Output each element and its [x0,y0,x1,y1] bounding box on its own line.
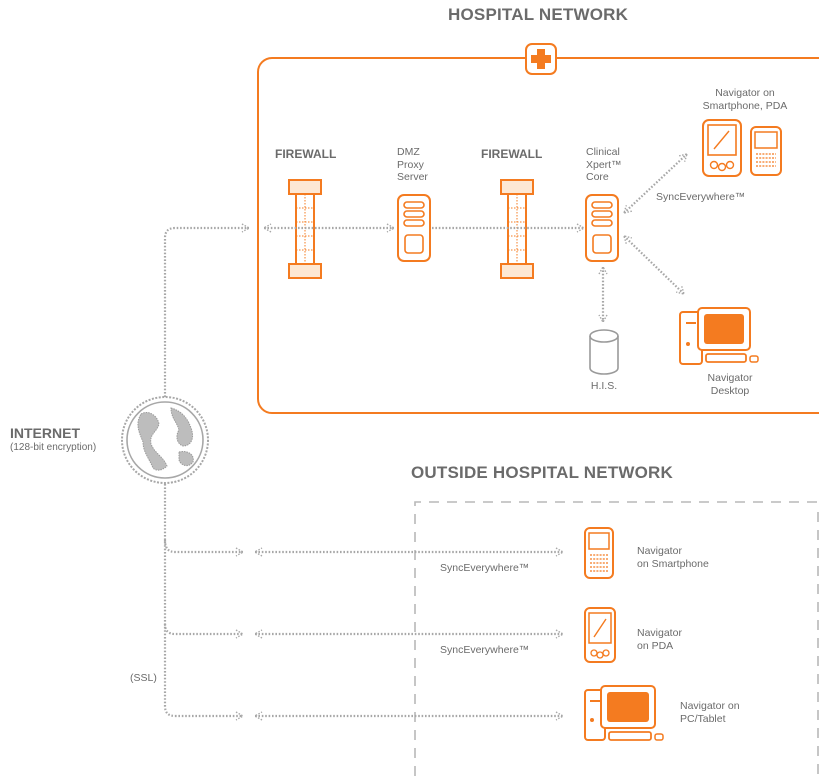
connector-internet-pda [163,623,245,639]
connector-core-desktop [622,235,686,295]
firewall-label-right: FIREWALL [481,147,543,161]
firewall-label-left: FIREWALL [275,147,337,161]
outside-pda-label-line-1: Navigator [637,627,682,639]
globe-icon [121,396,209,484]
hospital-network-title: HOSPITAL NETWORK [448,5,629,24]
desktop-computer-icon [679,307,759,365]
outside-network-title: OUTSIDE HOSPITAL NETWORK [411,463,674,482]
smartphone-icon [584,527,614,579]
his-label: H.I.S. [590,380,618,392]
dmz-label-line-2: Proxy [397,158,424,171]
outside-smartphone-label-line-1: Navigator [637,545,682,557]
smartphone-pda-label: Navigator on Smartphone, PDA [690,87,800,112]
connector-internet-outside [163,484,176,718]
desktop-computer-icon [584,685,664,741]
outside-pc-label-line-1: Navigator on [680,700,740,712]
core-label: Clinical Xpert™ Core [586,146,622,184]
outside-pc-label-line-2: PC/Tablet [680,712,726,725]
outside-smartphone-label: Navigator on Smartphone [637,545,709,570]
outside-pc-label: Navigator on PC/Tablet [680,700,740,725]
outside-pda-label-line-2: on PDA [637,639,674,652]
outside-pda-label: Navigator on PDA [637,627,682,652]
core-label-line-3: Core [586,171,609,183]
connector-internet-smartphone [163,539,245,557]
dmz-label: DMZ Proxy Server [397,146,428,184]
internet-subtitle: (128-bit encryption) [10,442,97,453]
outside-network-boundary [414,501,819,776]
sync-label-pda: SyncEverywhere™ [440,644,530,656]
connector-internet-hospital [163,223,251,397]
smartphone-icon [750,126,782,176]
hospital-cross-icon [525,43,557,75]
desktop-label: Navigator Desktop [690,372,770,397]
dmz-label-line-3: Server [397,171,428,183]
firewall-icon [500,179,534,279]
connector-core-mobile [622,153,689,214]
smartphone-pda-label-line-2: Smartphone, PDA [702,99,788,112]
database-icon [589,329,619,375]
sync-label-smartphone: SyncEverywhere™ [440,562,530,574]
core-label-line-2: Xpert™ [586,158,622,171]
sync-label-hospital: SyncEverywhere™ [656,191,746,203]
dmz-label-line-1: DMZ [397,146,420,158]
server-icon [397,194,431,262]
core-label-line-1: Clinical [586,146,620,158]
server-icon [585,194,619,262]
internet-title: INTERNET [10,425,80,441]
outside-smartphone-label-line-2: on Smartphone [637,557,709,570]
desktop-label-line-2: Desktop [710,384,750,397]
smartphone-pda-label-line-1: Navigator on [715,87,775,99]
ssl-label: (SSL) [130,672,157,684]
pda-icon [584,607,616,663]
desktop-label-line-1: Navigator [707,372,753,384]
pda-icon [702,119,742,177]
